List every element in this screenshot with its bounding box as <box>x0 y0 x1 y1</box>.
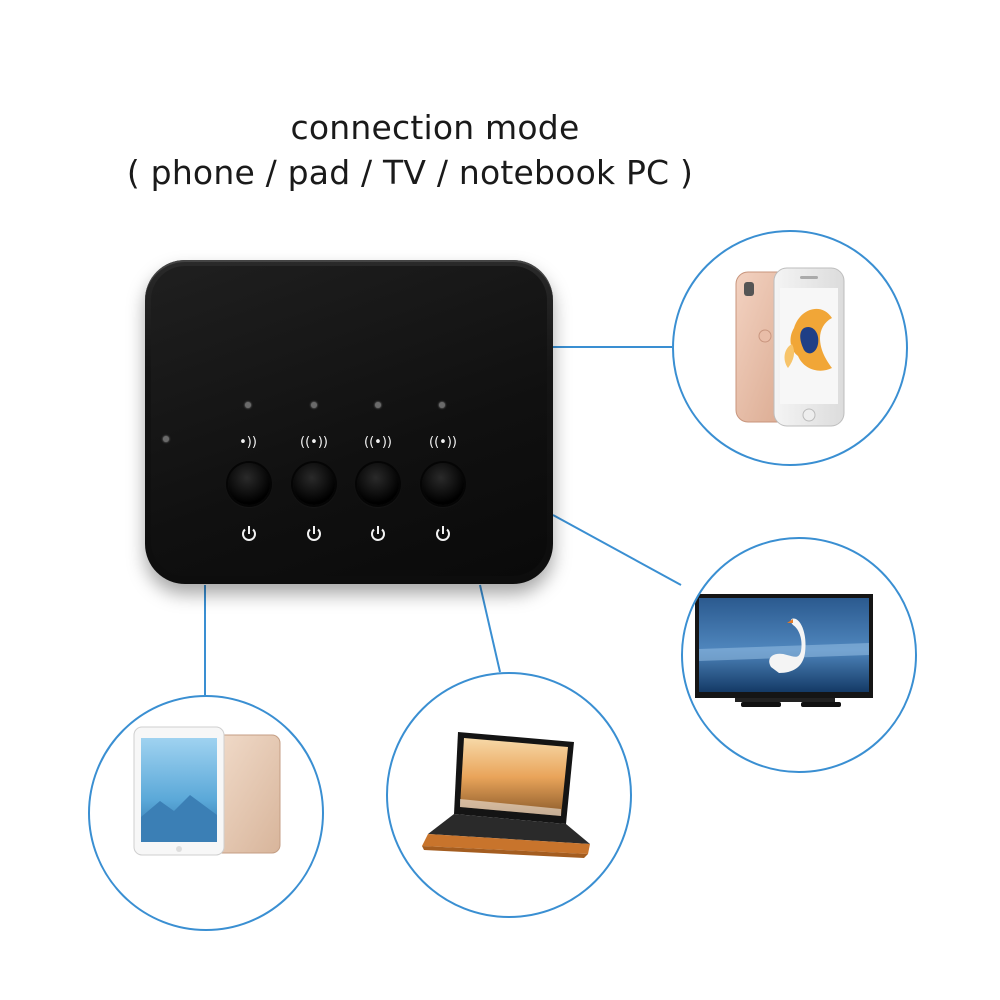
smartphone-image <box>735 267 845 427</box>
phone-circle <box>672 230 908 466</box>
tablet-image <box>133 726 281 856</box>
channel-led-2 <box>311 402 317 408</box>
power-icon <box>242 526 256 541</box>
channel-button-4[interactable] <box>422 463 464 505</box>
bluetooth-transmitter: •)) ((•)) ((•)) ((•)) <box>145 260 553 584</box>
power-icon <box>436 526 450 541</box>
power-icon <box>307 526 321 541</box>
channel-button-2[interactable] <box>293 463 335 505</box>
bluetooth-wave-icon: ((•)) <box>429 435 457 450</box>
tablet-circle <box>88 695 324 931</box>
line-to-tv <box>552 514 682 586</box>
channel-led-4 <box>439 402 445 408</box>
tv-circle <box>681 537 917 773</box>
bluetooth-wave-icon: ((•)) <box>300 435 328 450</box>
status-led <box>163 436 169 442</box>
bluetooth-wave-icon: ((•)) <box>364 435 392 450</box>
channel-button-1[interactable] <box>228 463 270 505</box>
line-to-laptop <box>479 584 501 673</box>
power-icon <box>371 526 385 541</box>
channel-led-3 <box>375 402 381 408</box>
caption-line-2: ( phone / pad / TV / notebook PC ) <box>126 153 694 192</box>
television-image <box>695 594 873 707</box>
channel-button-3[interactable] <box>357 463 399 505</box>
signal-icon: •)) <box>239 435 257 450</box>
caption-line-1: connection mode <box>290 108 580 147</box>
laptop-circle <box>386 672 632 918</box>
notebook-pc-image <box>422 732 590 858</box>
channel-led-1 <box>245 402 251 408</box>
